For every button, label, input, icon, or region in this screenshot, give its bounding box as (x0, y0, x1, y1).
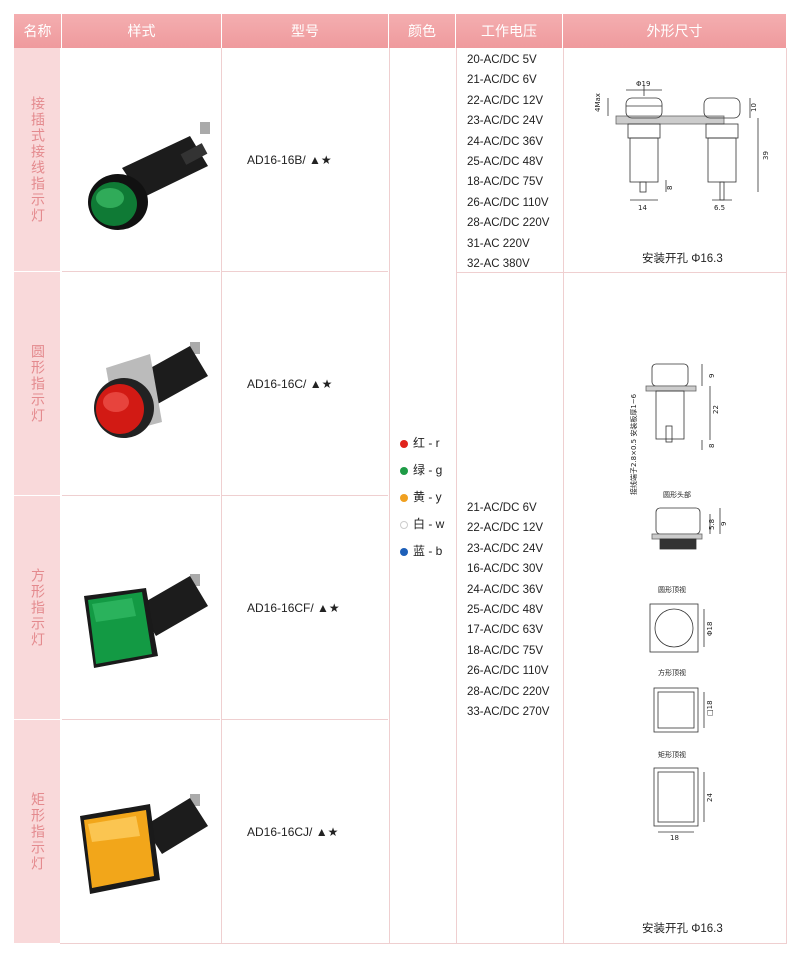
product-image-cell (62, 48, 220, 272)
column-divider (563, 48, 564, 944)
dimension-drawing-rect-top: 24 18 (653, 767, 714, 842)
product-image-cell (62, 720, 220, 944)
voltage-item: 26-AC/DC 110V (467, 665, 549, 678)
column-divider (389, 48, 390, 944)
dim-label: 24 (706, 793, 714, 802)
header-style: 样式 (62, 14, 222, 48)
header-color: 颜色 (389, 14, 456, 48)
dim-label: 22 (712, 405, 720, 414)
voltage-item: 26-AC/DC 110V (467, 196, 549, 209)
dim-label: □18 (706, 700, 714, 716)
dimension-drawing-round-top: Φ18 (649, 603, 714, 653)
voltage-item: 18-AC/DC 75V (467, 176, 544, 189)
dimension-drawing-plug: 4Max Φ19 10 39 8 14 6.5 (594, 80, 770, 212)
dim-label: Φ18 (706, 622, 714, 636)
voltage-list-1: 20-AC/DC 5V 21-AC/DC 6V 22-AC/DC 12V 23-AC/… (467, 50, 549, 274)
voltage-item: 22-AC/DC 12V (467, 94, 544, 107)
product-image-cell (62, 496, 220, 720)
row-name: 矩形指示灯 (29, 791, 45, 872)
header-name: 名称 (14, 14, 62, 48)
model-number: AD16-16CJ/ ▲★ (222, 720, 388, 944)
model-number: AD16-16C/ ▲★ (222, 272, 388, 496)
dimension-drawing-square-top: □18 (653, 687, 714, 733)
voltage-item: 22-AC/DC 12V (467, 522, 544, 535)
row-name: 方形指示灯 (29, 567, 45, 648)
color-option: 白 - w (400, 511, 444, 538)
product-photo-rect (80, 794, 208, 894)
header-voltage: 工作电压 (456, 14, 563, 48)
dim-label: 8 (666, 186, 674, 190)
round-head-title: 圆形头部 (663, 492, 691, 499)
voltage-item: 23-AC/DC 24V (467, 115, 544, 128)
voltage-item: 24-AC/DC 36V (467, 583, 544, 596)
row-divider (456, 272, 787, 273)
model-number: AD16-16B/ ▲★ (222, 48, 388, 272)
row-name-cell: 接插式接线指示灯 (14, 48, 60, 272)
row-name: 圆形指示灯 (29, 343, 45, 424)
green-dot-icon (400, 466, 408, 475)
header-dimensions: 外形尺寸 (563, 14, 786, 48)
rect-top-title: 矩形顶视 (658, 752, 686, 759)
model-number: AD16-16CF/ ▲★ (222, 496, 388, 720)
square-top-title: 方形顶视 (658, 670, 686, 677)
voltage-item: 25-AC/DC 48V (467, 604, 544, 617)
voltage-item: 23-AC/DC 24V (467, 542, 544, 555)
dim-label: 18 (670, 834, 679, 842)
row-name-cell: 矩形指示灯 (14, 720, 60, 944)
voltage-item: 18-AC/DC 75V (467, 644, 544, 657)
dim-label: 9 (708, 374, 716, 378)
voltage-item: 24-AC/DC 36V (467, 135, 544, 148)
voltage-item: 21-AC/DC 6V (467, 502, 537, 514)
column-divider (786, 48, 787, 944)
install-hole-note: 安装开孔 Φ16.3 (642, 253, 723, 265)
voltage-item: 31-AC 220V (467, 237, 530, 250)
row-divider (14, 943, 787, 944)
column-divider (456, 48, 457, 944)
color-options: 红 - r 绿 - g 黄 - y 白 - w 蓝 - b (400, 430, 444, 565)
dim-label: 14 (638, 204, 647, 212)
header-model: 型号 (222, 14, 389, 48)
voltage-item: 33-AC/DC 270V (467, 706, 550, 719)
voltage-item: 32-AC 380V (467, 258, 530, 271)
column-divider (221, 48, 222, 944)
round-top-title: 圆形顶视 (658, 587, 686, 594)
dim-label: 9 (720, 522, 728, 526)
voltage-item: 20-AC/DC 5V (467, 54, 537, 66)
red-dot-icon (400, 439, 408, 448)
row-name-cell: 方形指示灯 (14, 496, 60, 720)
product-photo-round (94, 342, 208, 438)
voltage-item: 25-AC/DC 48V (467, 156, 544, 169)
voltage-item: 16-AC/DC 30V (467, 563, 544, 576)
side-note-vertical: 接线端子2.8×0.5 安装板厚1~6 (629, 393, 638, 495)
dimension-drawing-side: 9 22 8 (645, 363, 720, 450)
dim-label: 8 (708, 444, 716, 448)
dim-label: 4Max (594, 93, 602, 112)
voltage-item: 28-AC/DC 220V (467, 217, 550, 230)
voltage-item: 28-AC/DC 220V (467, 685, 550, 698)
row-name: 接插式接线指示灯 (29, 95, 45, 224)
install-hole-note: 安装开孔 Φ16.3 (642, 923, 723, 935)
voltage-item: 21-AC/DC 6V (467, 74, 537, 87)
row-name-cell: 圆形指示灯 (14, 272, 60, 496)
white-dot-icon (400, 520, 408, 529)
dim-label: 39 (762, 151, 770, 160)
color-option: 绿 - g (400, 457, 444, 484)
color-option: 黄 - y (400, 484, 444, 511)
product-image-cell (62, 272, 220, 496)
dim-label: 5.8 (708, 519, 716, 530)
side-note: 接线端子2.8×0.5 安装板厚1~6 (629, 393, 638, 495)
voltage-list-2: 21-AC/DC 6V 22-AC/DC 12V 23-AC/DC 24V 16-AC… (467, 498, 549, 722)
dimension-drawing-round-head: 5.8 9 (651, 507, 728, 550)
color-option: 蓝 - b (400, 538, 444, 565)
dim-label: 6.5 (714, 204, 725, 212)
color-option: 红 - r (400, 430, 444, 457)
yellow-dot-icon (400, 493, 408, 502)
product-photo-square (84, 574, 208, 668)
product-photo-round-plug (88, 122, 210, 230)
dim-label: Φ19 (636, 80, 650, 88)
voltage-item: 17-AC/DC 63V (467, 624, 544, 637)
blue-dot-icon (400, 547, 408, 556)
dim-label: 10 (750, 103, 758, 112)
